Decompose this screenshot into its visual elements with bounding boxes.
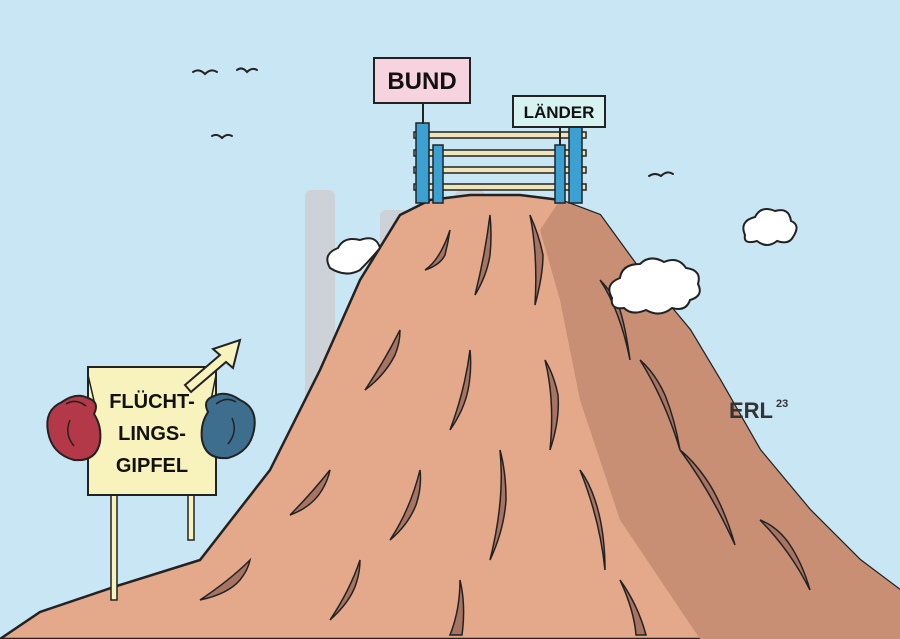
- blue-boxing-glove-icon: [200, 374, 256, 460]
- red-boxing-glove-icon: [46, 374, 102, 462]
- birds: [192, 67, 674, 178]
- road-sign-line-2: LINGS-: [118, 423, 186, 445]
- road-sign-line-3: GIPFEL: [116, 455, 188, 477]
- artist-signature-name: ERL: [729, 398, 773, 423]
- laender-sign: LÄNDER: [512, 95, 606, 145]
- cloud-right: [608, 257, 701, 315]
- artist-signature: ERL 23: [729, 398, 788, 423]
- road-sign: FLÜCHT- LINGS- GIPFEL: [87, 338, 242, 601]
- boxing-ring: [413, 122, 587, 204]
- artist-signature-year: 23: [776, 398, 788, 410]
- road-sign-line-1: FLÜCHT-: [109, 390, 195, 413]
- cloud-right-small: [742, 208, 798, 246]
- up-right-arrow-icon: [183, 338, 242, 394]
- bund-sign-text: BUND: [387, 68, 456, 95]
- laender-sign-text: LÄNDER: [524, 103, 595, 122]
- cloud-left: [326, 237, 382, 275]
- bund-sign: BUND: [373, 57, 471, 124]
